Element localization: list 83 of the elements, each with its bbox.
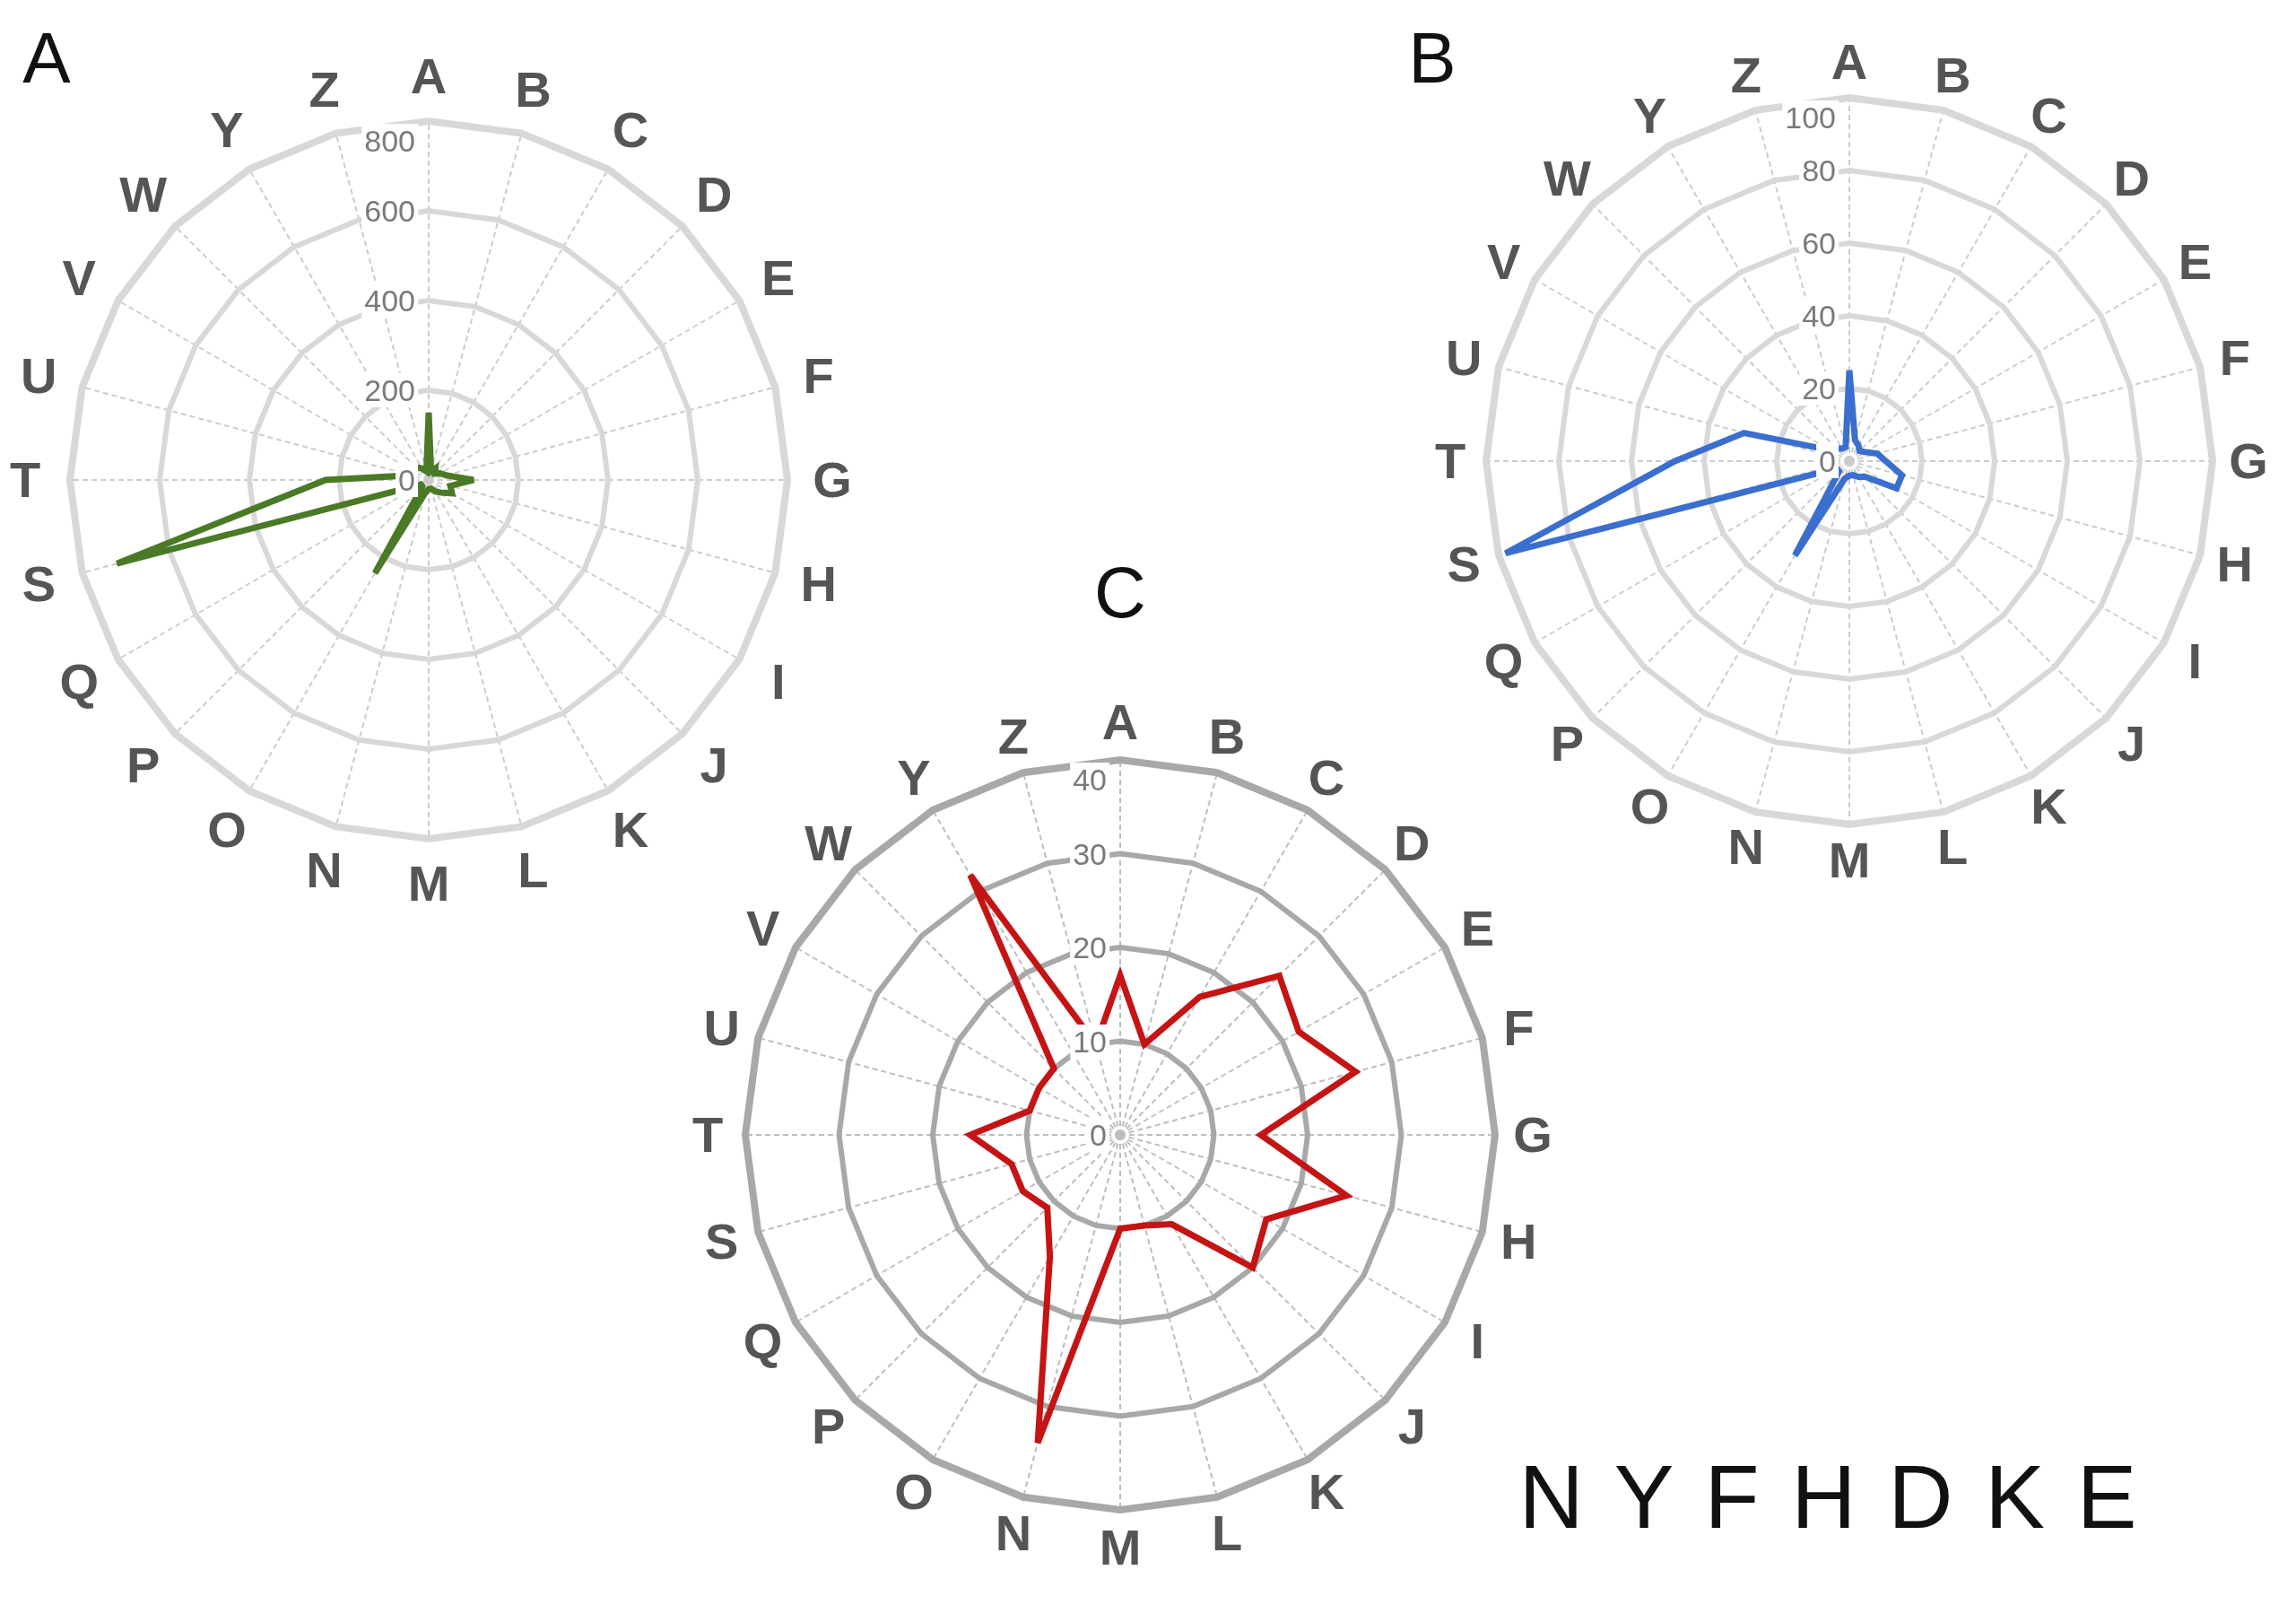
axis-label: O (1630, 781, 1670, 833)
axis-label: I (2187, 635, 2203, 686)
axis-label: H (2216, 539, 2254, 590)
axis-label: Y (1632, 90, 1667, 141)
axis-label: C (2031, 90, 2067, 141)
axis-label: V (1486, 236, 1521, 287)
axis-label: N (995, 1508, 1032, 1559)
axis-label: P (812, 1401, 846, 1452)
axis-label: Q (59, 657, 100, 707)
panel-label: B (1408, 22, 1457, 94)
axis-label: T (1434, 436, 1466, 486)
axis-label: B (1934, 50, 1971, 101)
axis-label: F (1503, 1002, 1535, 1053)
tick-label: 400 (361, 283, 418, 318)
axis-label: B (515, 65, 552, 116)
axis-label: U (703, 1002, 740, 1053)
axis-label: H (800, 559, 837, 610)
axis-label: W (119, 169, 168, 220)
axis-label: F (2219, 332, 2250, 383)
axis-label: M (407, 859, 450, 909)
axis-label: C (612, 105, 649, 156)
axis-label: C (1308, 752, 1345, 803)
axis-label: E (2178, 236, 2213, 287)
axis-label: L (1937, 821, 1969, 872)
axis-label: T (9, 455, 41, 505)
axis-label: Y (897, 752, 931, 803)
axis-label: N (1727, 821, 1765, 872)
tick-label: 40 (1799, 299, 1839, 333)
axis-label: K (1308, 1467, 1345, 1518)
axis-label: D (1394, 817, 1431, 868)
axis-label: V (62, 253, 96, 303)
axis-label: P (126, 740, 161, 791)
axis-label: G (1513, 1110, 1552, 1160)
axis-label: L (517, 844, 549, 895)
axis-label: K (2031, 781, 2067, 833)
axis-label: E (761, 253, 796, 303)
axis-label: A (1831, 37, 1868, 87)
axis-label: J (2118, 718, 2146, 769)
axis-label: K (612, 804, 649, 855)
axis-label: U (1445, 332, 1483, 383)
axis-label: Q (1483, 635, 1524, 686)
axis-label: W (1543, 153, 1591, 205)
tick-label: 10 (1070, 1024, 1109, 1059)
tick-label: 0 (1816, 444, 1839, 478)
axis-label: G (813, 455, 852, 505)
panel-label: A (22, 22, 71, 94)
axis-label: E (1460, 903, 1495, 954)
axis-label: D (695, 169, 733, 220)
axis-label: H (1500, 1217, 1537, 1268)
axis-label: Y (210, 105, 244, 156)
tick-label: 0 (396, 463, 418, 497)
axis-label: Z (309, 65, 340, 116)
axis-label: M (1099, 1522, 1142, 1573)
panel-label: C (1094, 557, 1146, 629)
axis-label: A (1101, 697, 1139, 747)
axis-label: G (2229, 436, 2268, 486)
axis-label: P (1550, 718, 1584, 769)
axis-label: O (207, 804, 247, 855)
axis-label: Z (1730, 50, 1761, 101)
axis-label: O (894, 1467, 934, 1518)
axis-label: B (1208, 711, 1246, 762)
axis-label: I (770, 657, 786, 707)
axis-label: J (700, 740, 728, 791)
axis-label: A (410, 51, 448, 101)
sequence-text: N Y F H D K E (1518, 1452, 2141, 1541)
axis-label: Z (997, 711, 1030, 762)
axis-label: N (306, 844, 343, 895)
axis-label: S (705, 1217, 739, 1268)
axis-label: F (803, 350, 834, 401)
axis-label: M (1828, 835, 1871, 885)
axis-label: J (1397, 1401, 1426, 1452)
axis-label: D (2113, 153, 2150, 205)
axis-label: U (21, 350, 57, 401)
axis-label: T (691, 1110, 724, 1160)
axis-label: S (1447, 539, 1481, 590)
axis-label: I (1470, 1316, 1485, 1366)
tick-label: 0 (1087, 1118, 1109, 1152)
axis-label: V (745, 903, 780, 954)
axis-label: S (22, 559, 56, 610)
axis-label: Q (743, 1316, 783, 1366)
axis-label: W (804, 817, 853, 868)
axis-label: L (1211, 1508, 1243, 1559)
tick-label: 20 (1799, 371, 1839, 406)
